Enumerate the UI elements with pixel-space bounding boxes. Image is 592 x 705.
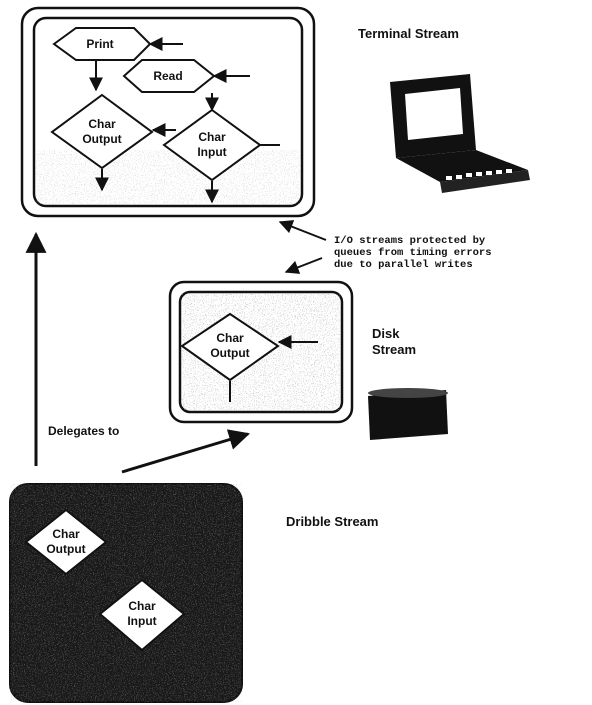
terminal-computer-icon xyxy=(390,74,530,193)
io-annotation: I/O streams protected by queues from tim… xyxy=(334,235,492,271)
dribble-stream-label: Dribble Stream xyxy=(286,514,379,529)
print-node: Print xyxy=(52,27,152,61)
delegates-label: Delegates to xyxy=(48,424,120,438)
terminal-stream-label: Terminal Stream xyxy=(358,26,459,41)
disk-char-output-line2: Output xyxy=(210,346,249,360)
read-node: Read xyxy=(122,59,216,93)
terminal-char-output-line2: Output xyxy=(82,132,121,146)
disk-drive-icon xyxy=(368,388,448,440)
dribble-char-input-line1: Char xyxy=(128,599,156,613)
dribble-char-output-line1: Char xyxy=(52,527,80,541)
disk-char-output-line1: Char xyxy=(216,331,244,345)
terminal-char-input-line2: Input xyxy=(197,145,226,159)
dribble-char-output-node: Char Output xyxy=(24,508,108,576)
disk-char-output-node: Char Output xyxy=(180,312,280,382)
disk-stream-label-line1: Disk xyxy=(372,326,400,341)
disk-stream-label-line2: Stream xyxy=(372,342,417,357)
io-annotation-line3: due to parallel writes xyxy=(334,259,473,271)
terminal-char-input-line1: Char xyxy=(198,130,226,144)
read-node-label: Read xyxy=(153,69,182,83)
terminal-char-output-line1: Char xyxy=(88,117,116,131)
io-annotation-line1: I/O streams protected by xyxy=(334,235,486,247)
terminal-char-input-node: Char Input xyxy=(162,108,262,182)
dribble-char-input-line2: Input xyxy=(127,614,156,628)
dribble-char-output-line2: Output xyxy=(46,542,85,556)
io-annotation-line2: queues from timing errors xyxy=(334,247,492,259)
disk-stream-label: Disk Stream xyxy=(372,326,416,358)
annotation-to-disk-arrow xyxy=(284,257,323,274)
dribble-to-disk-arrow xyxy=(121,429,251,474)
print-node-label: Print xyxy=(86,37,113,51)
dribble-char-input-node: Char Input xyxy=(98,578,186,652)
terminal-char-output-node: Char Output xyxy=(50,93,154,170)
annotation-to-terminal-arrow xyxy=(278,220,327,241)
